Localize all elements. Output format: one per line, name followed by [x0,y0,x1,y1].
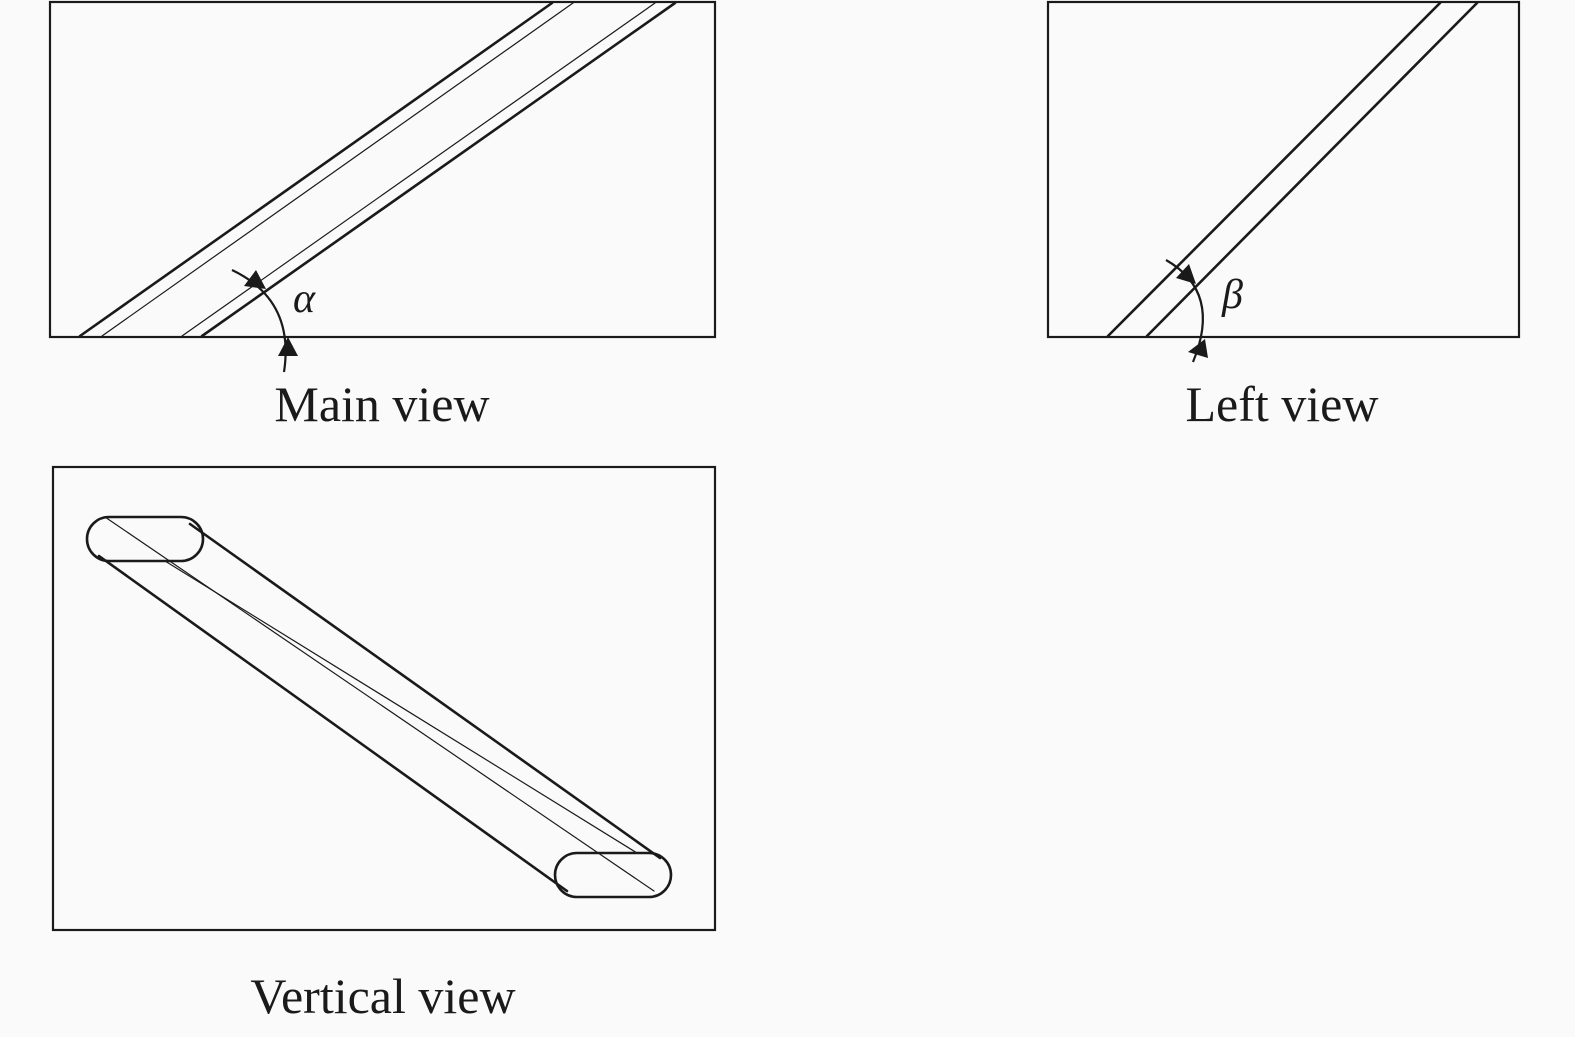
left-view-frame [1046,0,1521,339]
main-view-bar-edge-upper [78,1,554,338]
left-view-angle-arrowhead-top [1176,264,1196,284]
main-view-angle-label: α [293,276,316,322]
main-view-bar-inner-line-upper [101,2,574,337]
main-view: α Main view [48,0,717,432]
vertical-view-frame [51,465,717,932]
left-view-caption: Left view [1186,376,1379,432]
vertical-view-bar-inner-line-lower [104,516,655,892]
vertical-view-bar-edge-upper [188,522,662,860]
vertical-view-end-cap-top-left [85,515,205,563]
main-view-angle-arc [231,269,287,373]
vertical-view: Vertical view [51,465,717,1024]
left-view: β Left view [1046,0,1521,432]
main-view-frame [48,0,717,339]
left-view-angle-label: β [1221,272,1243,318]
main-view-caption: Main view [274,376,489,432]
vertical-view-bar-inner-line-upper [164,560,638,854]
left-view-bar-edge-upper [1106,1,1442,338]
main-view-bar-edge-lower [200,1,677,338]
vertical-view-bar-edge-lower [97,554,569,893]
vertical-view-end-cap-bottom-right [553,851,673,899]
left-view-angle-arrowhead-bottom [1188,339,1208,358]
vertical-view-caption: Vertical view [250,968,515,1024]
main-view-angle-arrowhead-top [244,270,266,289]
main-view-angle-arrowhead-bottom [278,337,298,356]
left-view-bar-edge-lower [1145,1,1479,338]
